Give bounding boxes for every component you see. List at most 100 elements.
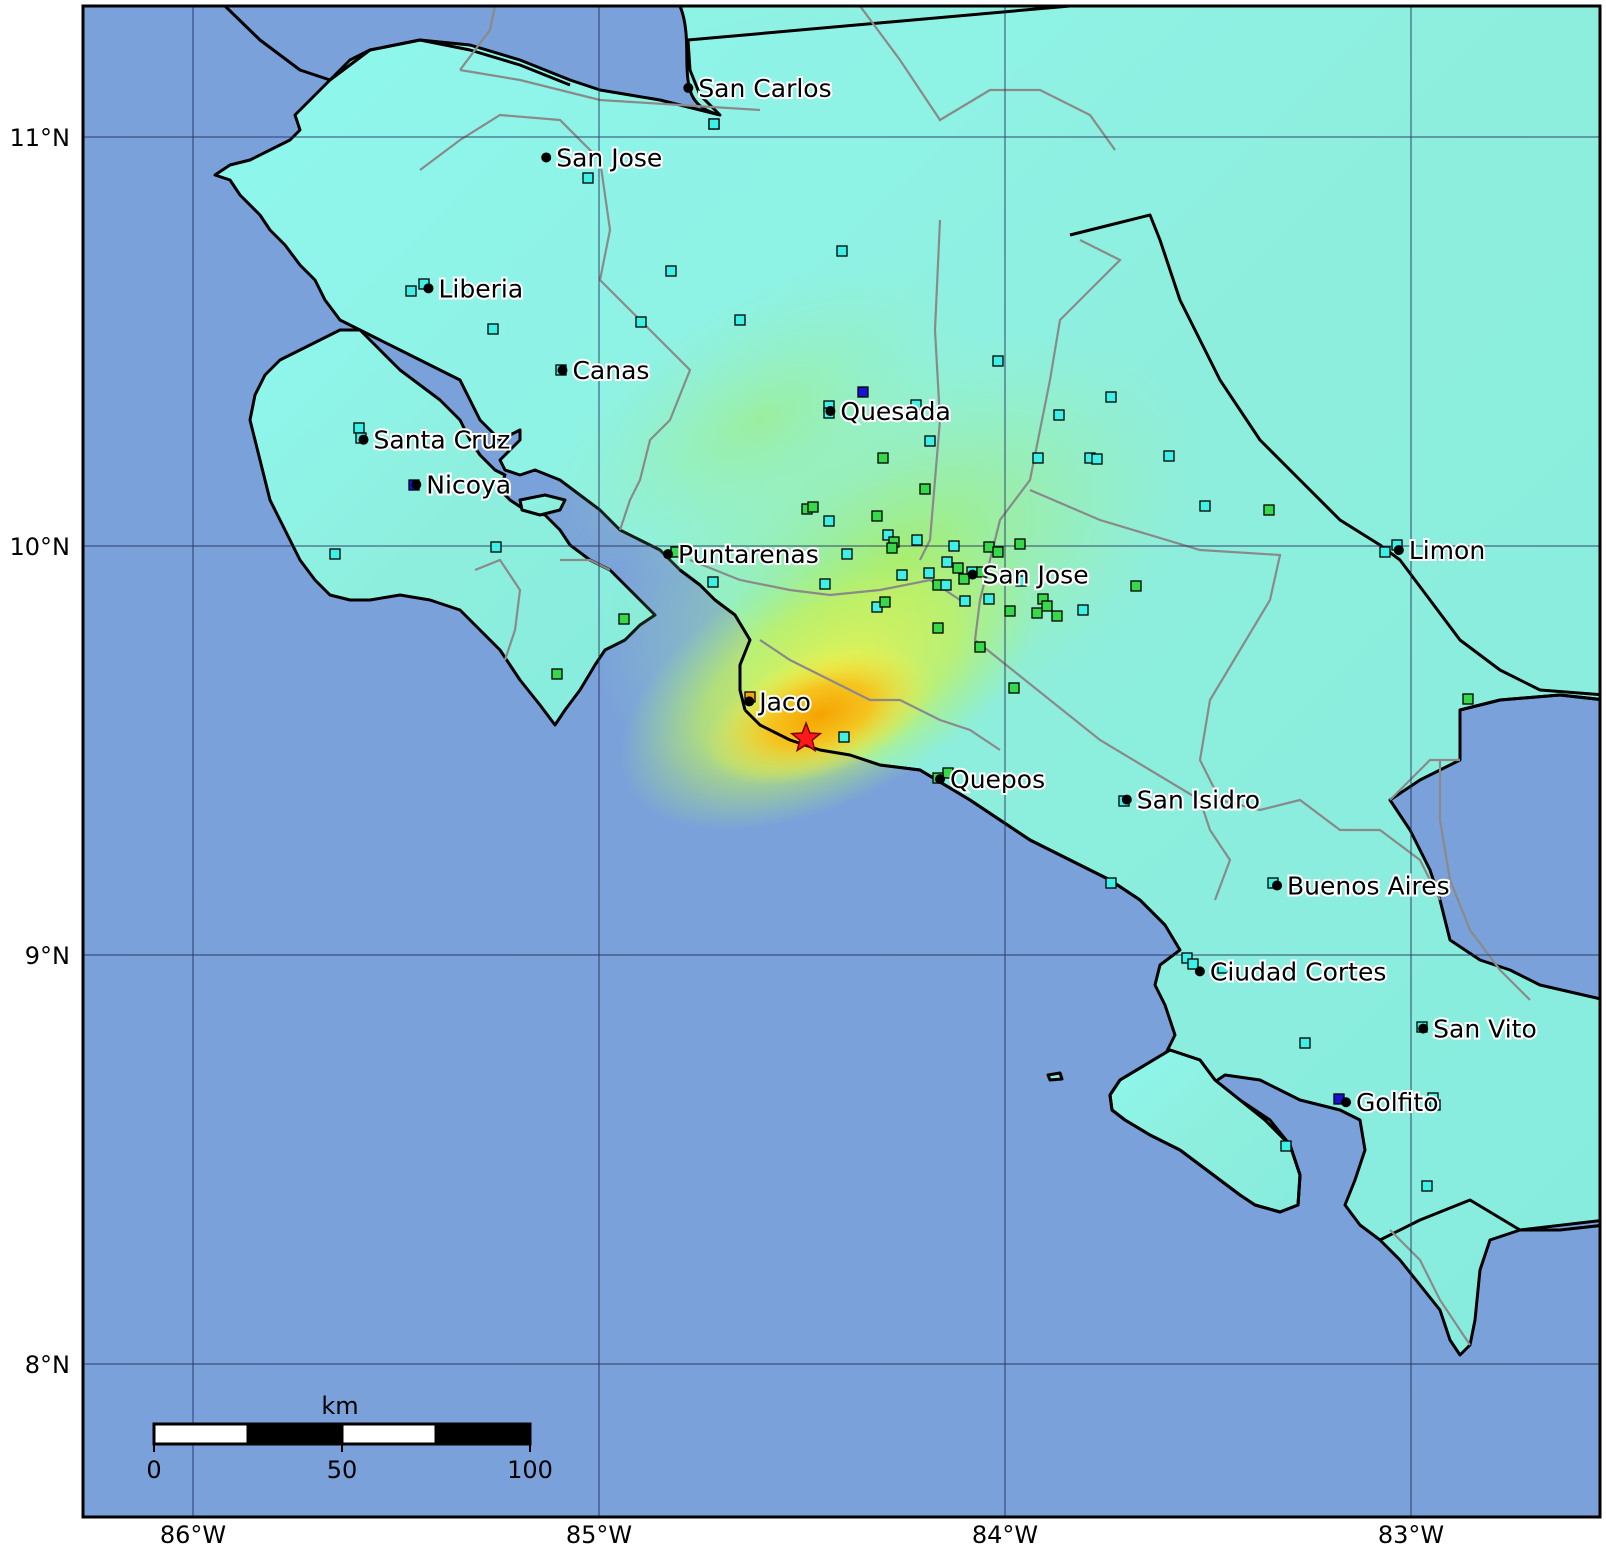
station-marker xyxy=(923,567,935,579)
station-marker xyxy=(924,435,936,447)
station-marker xyxy=(665,265,677,277)
station-marker xyxy=(1163,450,1175,462)
city-dot xyxy=(683,82,694,93)
station-marker xyxy=(877,452,889,464)
station-marker xyxy=(952,562,964,574)
city-dot xyxy=(358,434,369,445)
station-marker xyxy=(879,596,891,608)
city-label: Jaco xyxy=(757,687,811,716)
station-marker xyxy=(708,118,720,130)
station-marker xyxy=(992,546,1004,558)
city-label: Puntarenas xyxy=(678,540,819,569)
station-marker xyxy=(959,595,971,607)
station-marker xyxy=(635,316,647,328)
station-marker xyxy=(1429,1099,1441,1111)
station-marker xyxy=(1041,600,1053,612)
station-marker xyxy=(911,534,923,546)
lat-label-8: 8°N xyxy=(25,1351,70,1379)
station-marker xyxy=(582,172,594,184)
city-label: Quepos xyxy=(950,765,1045,794)
city-label: San Carlos xyxy=(698,74,831,103)
scale-seg-4 xyxy=(434,1422,532,1446)
city-dot xyxy=(1393,545,1404,556)
station-marker xyxy=(941,556,953,568)
station-marker xyxy=(896,569,908,581)
station-marker xyxy=(992,355,1004,367)
station-marker xyxy=(1379,546,1391,558)
city-label: San Jose xyxy=(556,143,662,172)
station-marker xyxy=(618,613,630,625)
station-marker xyxy=(857,386,869,398)
lon-label-84: 84°W xyxy=(972,1521,1038,1549)
station-marker xyxy=(1032,452,1044,464)
city-dot xyxy=(825,406,836,417)
scale-tick-0: 0 xyxy=(146,1456,161,1484)
station-marker xyxy=(1199,500,1211,512)
city-label: Liberia xyxy=(438,274,523,303)
station-marker xyxy=(1280,1140,1292,1152)
station-marker xyxy=(1015,575,1027,587)
station-marker xyxy=(1105,877,1117,889)
station-marker xyxy=(329,548,341,560)
city-dot xyxy=(1194,966,1205,977)
station-marker xyxy=(819,578,831,590)
station-marker xyxy=(1014,538,1026,550)
graticule xyxy=(83,6,1600,1517)
epicenter-star-icon xyxy=(789,721,823,753)
station-marker xyxy=(1077,604,1089,616)
station-marker xyxy=(983,593,995,605)
intensity-green-zone-2 xyxy=(543,261,977,579)
station-marker xyxy=(871,510,883,522)
station-marker xyxy=(974,641,986,653)
land-nicoya xyxy=(248,328,657,727)
scale-unit: km xyxy=(321,1392,358,1420)
city-dot xyxy=(967,569,978,580)
city-label: Quesada xyxy=(840,397,950,426)
station-marker xyxy=(932,622,944,634)
intensity-overlay xyxy=(543,261,1205,832)
city-dot xyxy=(411,479,422,490)
station-marker xyxy=(1299,1037,1311,1049)
station-marker xyxy=(886,542,898,554)
city-dot xyxy=(1121,794,1132,805)
scale-seg-2 xyxy=(246,1422,344,1446)
lat-label-11: 11°N xyxy=(10,124,71,152)
station-marker xyxy=(976,566,988,578)
city-label: San Isidro xyxy=(1137,786,1260,815)
station-marker xyxy=(1091,453,1103,465)
city-dot xyxy=(541,152,552,163)
station-marker xyxy=(958,573,970,585)
station-marker xyxy=(910,399,922,411)
city-dot xyxy=(557,365,568,376)
city-label: San Vito xyxy=(1433,1015,1537,1044)
city-label: Limon xyxy=(1409,536,1485,565)
station-marker xyxy=(405,285,417,297)
station-marker xyxy=(841,548,853,560)
station-marker xyxy=(1462,693,1474,705)
station-marker xyxy=(836,245,848,257)
station-marker xyxy=(1004,605,1016,617)
station-marker xyxy=(1130,580,1142,592)
scale-tick-100: 100 xyxy=(507,1456,553,1484)
map-frame xyxy=(81,4,1602,1519)
city-label: Golfito xyxy=(1356,1088,1438,1117)
city-dot xyxy=(1418,1023,1429,1034)
city-label: Santa Cruz xyxy=(374,426,511,455)
city-label: Buenos Aires xyxy=(1287,871,1450,900)
station-marker xyxy=(1421,1180,1433,1192)
station-marker xyxy=(490,541,502,553)
city-dot xyxy=(663,549,674,560)
station-marker xyxy=(1008,682,1020,694)
station-marker xyxy=(948,540,960,552)
city-dot xyxy=(1341,1097,1352,1108)
station-marker xyxy=(1031,607,1043,619)
station-marker xyxy=(823,515,835,527)
lon-label-83: 83°W xyxy=(1378,1521,1444,1549)
scale-seg-3 xyxy=(340,1422,438,1446)
station-marker xyxy=(807,501,819,513)
city-label: Nicoya xyxy=(426,471,511,500)
lon-label-86: 86°W xyxy=(160,1521,226,1549)
city-label: Ciudad Cortes xyxy=(1210,957,1387,986)
lat-label-9: 9°N xyxy=(25,942,70,970)
